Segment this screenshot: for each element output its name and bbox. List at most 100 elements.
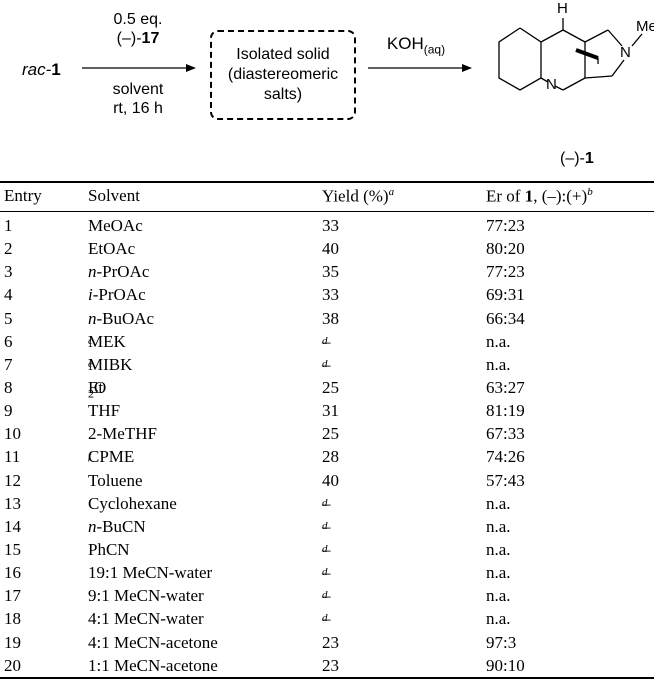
cell-yield: –d [322,492,331,519]
cell-entry: 13 [4,493,21,513]
yield-value: 33 [322,285,339,305]
solvent-name: EtOAc [88,239,136,259]
yield-footnote: d [322,612,328,625]
cell-entry: 15 [4,539,21,559]
cell-er: n.a. [486,354,511,374]
cell-solvent: i-PrOAc [88,283,146,306]
solvent-subscript: 2 [88,386,94,401]
yield-value: 35 [322,262,339,282]
cell-er: n.a. [486,609,511,629]
atom-label-h: H [557,0,568,17]
table-bottom-rule [0,677,654,679]
cell-entry: 5 [4,308,13,328]
solvent-italic-prefix: i [88,285,93,305]
cell-er: n.a. [486,493,511,513]
cell-entry: 7 [4,354,13,374]
solvent-name: 4:1 MeCN-acetone [88,632,218,652]
solvent-name: -PrOAc [92,285,146,305]
cell-yield: –d [322,353,331,380]
yield-value: 33 [322,216,339,235]
intermediate-line-2: (diastereomeric [227,66,339,83]
yield-value: 23 [322,655,339,675]
scheme-graphics [82,18,643,91]
cell-entry: 18 [4,609,21,629]
solvent-name: MeOAc [88,216,143,235]
yield-value: – [322,586,331,606]
cell-entry: 11 [4,447,21,467]
yield-footnote: d [322,542,328,555]
cell-entry: 4 [4,285,13,305]
yield-value: – [322,354,331,374]
solvent-name: -BuCN [96,516,146,536]
solvent-name: PhCN [88,539,130,559]
cell-er: n.a. [486,539,511,559]
solvent-name: -PrOAc [96,262,150,282]
header-er: Er of 1, (–):(+)b [486,186,593,206]
solvent-italic-prefix: n [88,516,97,536]
cell-er: 80:20 [486,239,525,259]
yield-footnote: d [322,566,328,579]
cell-entry: 6 [4,331,13,351]
yield-value: – [322,609,331,629]
cell-er: 90:10 [486,655,525,675]
intermediate-line-3: salts) [263,86,303,103]
cell-yield: –d [322,584,331,611]
yield-value: – [322,331,331,351]
cell-entry: 9 [4,401,13,421]
solvent-italic-prefix: n [88,262,97,282]
cell-er: n.a. [486,516,511,536]
yield-value: 23 [322,632,339,652]
cell-er: 81:19 [486,401,525,421]
table-top-rule [0,181,654,183]
yield-footnote: d [322,334,328,347]
yield-footnote: d [322,519,328,532]
cell-entry: 17 [4,586,21,606]
cell-entry: 20 [4,655,21,675]
arrow-1-conditions: solvent rt, 16 h [82,80,194,118]
reaction-arrow-2-head [462,64,472,72]
cell-er: n.a. [486,586,511,606]
cell-er: 97:3 [486,632,517,652]
solvent-name: Toluene [88,470,143,490]
solvent-name: CPME [88,447,135,467]
arrow-1-reagents: 0.5 eq. (–)-17 [82,10,194,48]
cell-solvent: n-PrOAc [88,260,149,283]
cell-yield: –d [322,538,331,565]
cell-yield: –d [322,607,331,634]
product-structure [498,18,643,91]
cell-entry: 16 [4,563,21,583]
reaction-arrow-1-head [186,64,196,72]
condition-solvent: solvent [112,81,164,98]
arrow-2-reagent: KOH(aq) [386,34,446,57]
cell-entry: 19 [4,632,21,652]
reaction-scheme: rac-1 0.5 eq. (–)-17 solvent rt, 16 h Is… [0,0,654,176]
cell-entry: 12 [4,470,21,490]
header-yield: Yield (%)a [322,186,395,206]
yield-value: – [322,493,331,513]
cell-entry: 3 [4,262,13,282]
atom-label-n2: N [620,44,631,61]
reagent-resolving-agent: (–)-17 [116,30,160,47]
table-row: 19 4:1 MeCN-acetone 23 97:3 [0,631,654,654]
cell-entry: 8 [4,377,13,397]
yield-footnote: d [322,589,328,602]
cell-er: 67:33 [486,424,525,444]
cell-er: 74:26 [486,447,525,467]
